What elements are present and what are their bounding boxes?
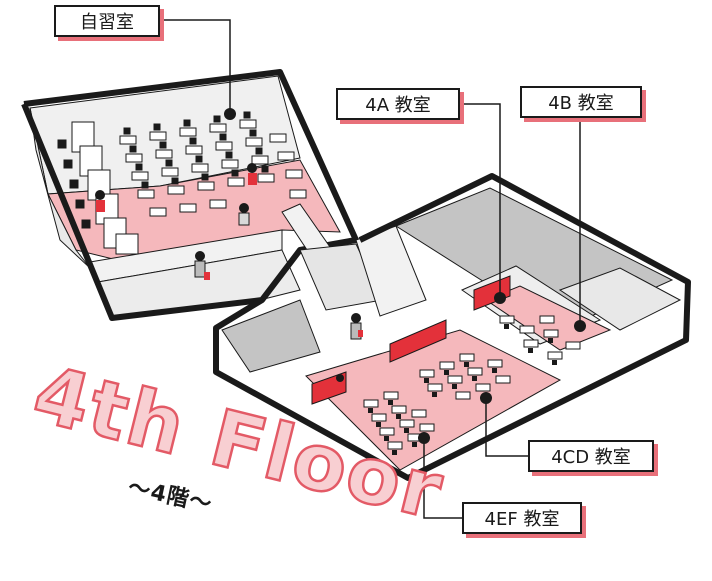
classroom-chairs [368,324,557,455]
room-4a-label: 4A 教室 [336,88,460,120]
study-room-desks [57,111,307,255]
room-4ef-label: 4EF 教室 [462,502,582,534]
classroom-desks [363,315,581,450]
classroom-people [336,374,344,392]
room-4cd-label: 4CD 教室 [528,440,654,472]
corridor [281,203,383,340]
study-room-people [95,163,257,280]
room-4b-label: 4B 教室 [520,86,642,118]
leader-dots [224,108,586,444]
study-room-label: 自習室 [54,5,160,37]
